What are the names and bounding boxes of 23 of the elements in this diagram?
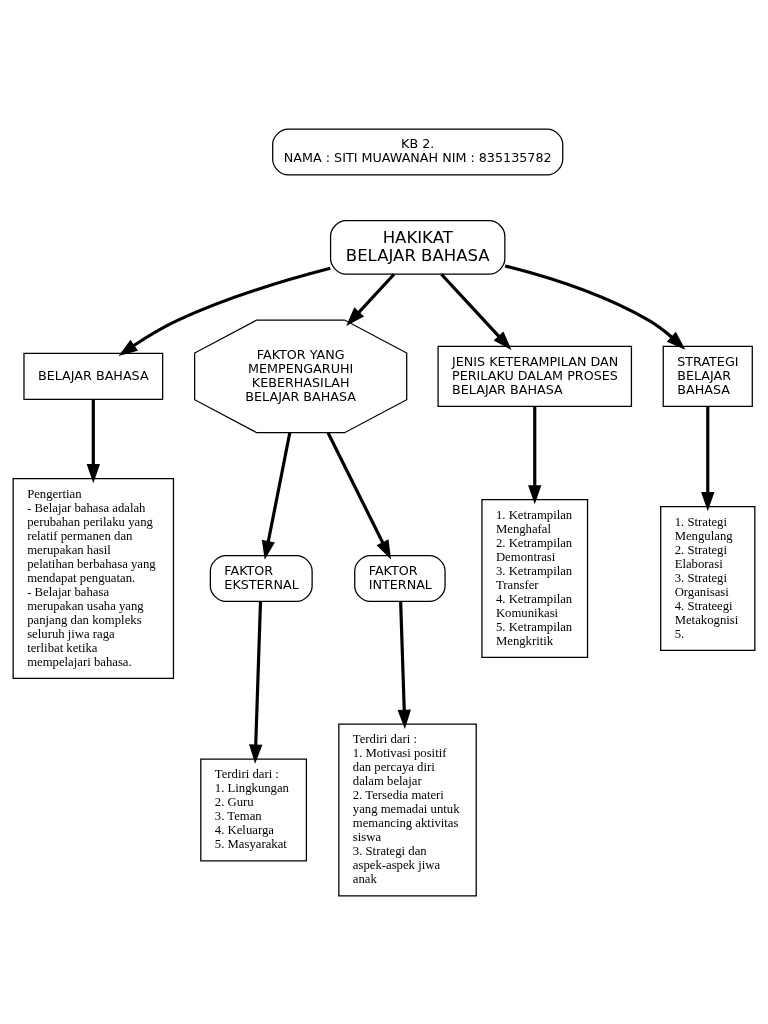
arrow — [504, 263, 686, 350]
arrow — [397, 601, 411, 729]
node-box: Terdiri dari : 1. Lingkungan 2. Guru 3. Teman 4. Keluarga 5. Masyarakat — [200, 758, 308, 862]
node-box: Pengertian - Belajar bahasa adalah perubahan perilaku yang relatif permanen dan merupakan hasil pelatihan berbahasa yang mendapat penguatan. - Belajar bahasa merupakan usaha yang panjang dan kompleks seluruh jiwa raga terlibat ketika mempelajari bahasa. — [12, 477, 175, 679]
node-box: 1. Strategi Mengulang 2. Strategi Elaborasi 3. Strategi Organisasi 4. Strateegi Metakognisi 5. — [660, 505, 756, 651]
node-box: BELAJAR BAHASA — [23, 352, 164, 400]
arrow — [440, 272, 512, 350]
node-box: HAKIKAT BELAJAR BAHASA — [329, 219, 506, 275]
node-box: FAKTOR EKSTERNAL — [209, 554, 313, 602]
arrow — [86, 398, 100, 483]
arrow — [346, 272, 396, 326]
arrow — [118, 266, 331, 356]
node-box: FAKTOR INTERNAL — [354, 554, 446, 602]
arrow — [326, 431, 392, 559]
node-box: KB 2. NAMA : SITI MUAWANAH NIM : 835135782 — [272, 127, 564, 176]
node-box: Terdiri dari : 1. Motivasi positif dan percaya diri dalam belajar 2. Tersedia materi yang memadai untuk memancing aktivitas siswa 3. Strategi dan aspek-aspek jiwa anak — [338, 723, 477, 897]
arrow — [701, 406, 715, 511]
arrow — [261, 431, 292, 560]
node-box: JENIS KETERAMPILAN DAN PERILAKU DALAM PROSES BELAJAR BAHASA — [437, 345, 633, 407]
node-box: 1. Ketrampilan Menghafal 2. Ketrampilan Demontrasi 3. Ketrampilan Transfer 4. Ketrampilan Komunikasi 5. Ketrampilan Mengkritik — [481, 498, 589, 658]
node-box: STRATEGI BELAJAR BAHASA — [662, 345, 753, 407]
arrow — [249, 601, 263, 764]
arrow — [528, 406, 542, 504]
